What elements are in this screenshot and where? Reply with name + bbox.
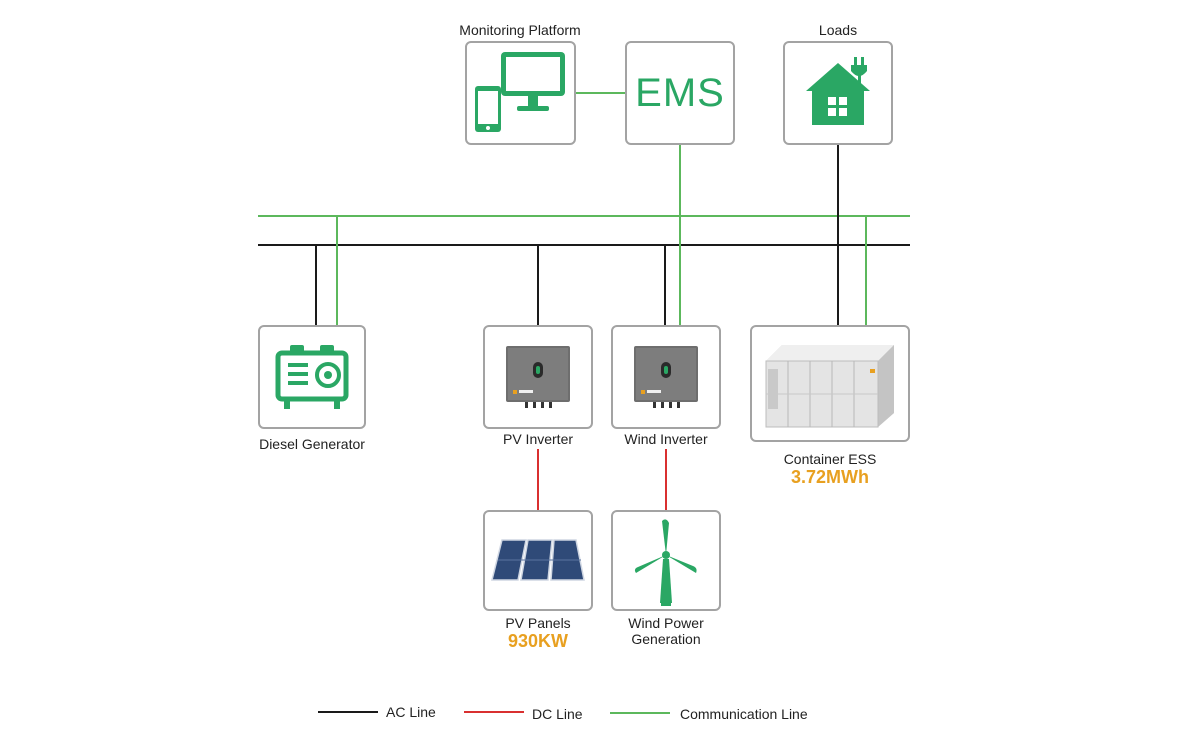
pv-inverter-node <box>483 325 593 429</box>
wind-turbine-icon <box>634 518 697 606</box>
legend-ac-label: AC Line <box>386 704 436 720</box>
inverter-icon <box>506 346 570 408</box>
wind-power-node <box>611 510 721 611</box>
solar-panel-icon <box>491 538 585 581</box>
loads-label: Loads <box>818 22 858 38</box>
legend-ac-swatch <box>318 711 378 713</box>
container-icon <box>765 344 894 427</box>
pv-inverter-label: PV Inverter <box>502 431 574 447</box>
generator-icon <box>275 345 349 409</box>
monitoring-platform-label: Monitoring Platform <box>459 22 581 38</box>
wind-power-label: Wind Power Generation <box>628 615 704 647</box>
legend-dc-swatch <box>464 711 524 713</box>
monitoring-platform-node <box>465 41 576 145</box>
wind-inverter-label: Wind Inverter <box>624 431 708 447</box>
pv-panels-capacity: 930KW <box>507 631 569 651</box>
ems-node: EMS <box>625 41 735 145</box>
loads-node <box>783 41 893 145</box>
house-plug-icon <box>806 57 870 125</box>
container-ess-capacity: 3.72MWh <box>790 467 869 487</box>
wind-inverter-node <box>611 325 721 429</box>
pv-panels-node <box>483 510 593 611</box>
pv-panels-label: PV Panels <box>505 615 571 631</box>
ems-text: EMS <box>635 71 725 115</box>
container-ess-label: Container ESS <box>783 451 877 467</box>
diesel-generator-label: Diesel Generator <box>259 436 365 452</box>
inverter-icon <box>634 346 698 408</box>
legend-comm-label: Communication Line <box>680 706 808 722</box>
legend-comm-swatch <box>610 712 670 714</box>
diesel-generator-node <box>258 325 366 429</box>
monitor-and-phone-icon <box>474 52 565 132</box>
legend-dc-label: DC Line <box>532 706 583 722</box>
container-ess-node <box>750 325 910 442</box>
